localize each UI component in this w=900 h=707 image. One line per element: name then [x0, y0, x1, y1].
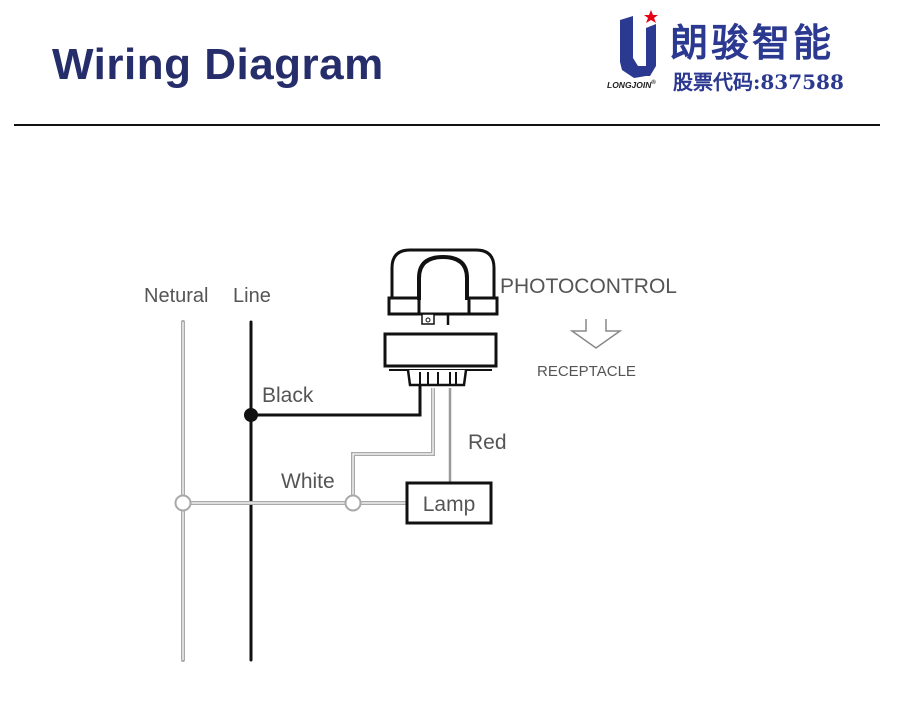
- photocontrol-icon: [387, 248, 499, 325]
- neutral-line-label: Netural: [144, 285, 208, 307]
- brand-name: LONGJOIN®: [607, 80, 656, 90]
- company-logo: LONGJOIN® 朗骏智能 股票代码:837588: [600, 6, 900, 106]
- live-junction-dot: [244, 408, 258, 422]
- photocontrol-label: PHOTOCONTROL: [500, 275, 677, 298]
- line-label: Line: [233, 285, 271, 307]
- neutral-junction-white: [344, 494, 362, 512]
- company-name: 朗骏智能: [670, 20, 835, 65]
- white-wire: [351, 388, 435, 503]
- header-divider: [14, 124, 880, 126]
- longjoin-u-icon: [620, 10, 658, 78]
- neutral-junction-left: [174, 494, 192, 512]
- white-wire-label: White: [281, 470, 335, 493]
- red-wire-label: Red: [468, 431, 507, 454]
- lamp-box: [405, 481, 493, 525]
- lamp-label: Lamp: [423, 493, 476, 516]
- black-wire-label: Black: [262, 384, 314, 407]
- down-arrow-icon: [569, 319, 623, 349]
- page-title: Wiring Diagram: [52, 40, 384, 89]
- black-wire: [251, 385, 422, 417]
- receptacle-label: RECEPTACLE: [537, 363, 636, 380]
- receptacle-icon: [383, 332, 498, 387]
- stock-code: 股票代码:837588: [673, 70, 844, 94]
